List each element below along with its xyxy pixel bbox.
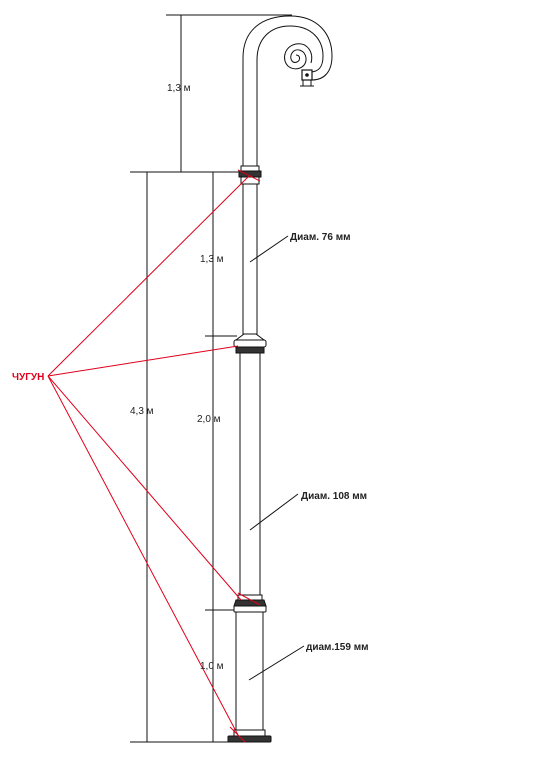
total-height-label: 4,3 м	[130, 406, 154, 417]
diameter-leaders	[248, 235, 305, 681]
material-leader-upper-collar	[47, 174, 251, 377]
middle-diameter-leader	[249, 493, 299, 531]
dimension-lines	[130, 14, 292, 743]
material-leader-lines	[47, 169, 261, 743]
bracket-height-label: 1,3 м	[167, 83, 191, 94]
middle-shaft	[239, 351, 261, 597]
lower-diameter-leader	[248, 645, 305, 681]
lamp-post	[227, 15, 333, 743]
middle-section-label: 2,0 м	[197, 414, 221, 425]
material-mark-upper	[237, 169, 261, 182]
upper-diameter-leader	[249, 235, 289, 263]
material-leader-lower-collar	[47, 375, 242, 601]
upper-section-label: 1,3 м	[200, 254, 224, 265]
middle-diameter-label: Диам. 108 мм	[301, 491, 367, 502]
upper-diameter-label: Диам. 76 мм	[290, 232, 350, 243]
lower-diameter-label: диам.159 мм	[306, 642, 369, 653]
lower-collar	[233, 594, 267, 613]
material-label: ЧУГУН	[12, 372, 44, 383]
bracket-spiral	[284, 43, 313, 70]
lower-shaft	[235, 611, 264, 733]
curved-bracket	[242, 15, 333, 166]
material-leader-base	[47, 375, 239, 736]
material-leader-middle-collar	[47, 345, 239, 377]
material-mark-lower	[237, 592, 261, 606]
middle-collar	[233, 333, 267, 354]
lower-section-label: 1,0 м	[200, 661, 224, 672]
upper-shaft	[242, 183, 258, 337]
material-mark-base	[229, 726, 246, 743]
base-plinth	[227, 729, 272, 743]
